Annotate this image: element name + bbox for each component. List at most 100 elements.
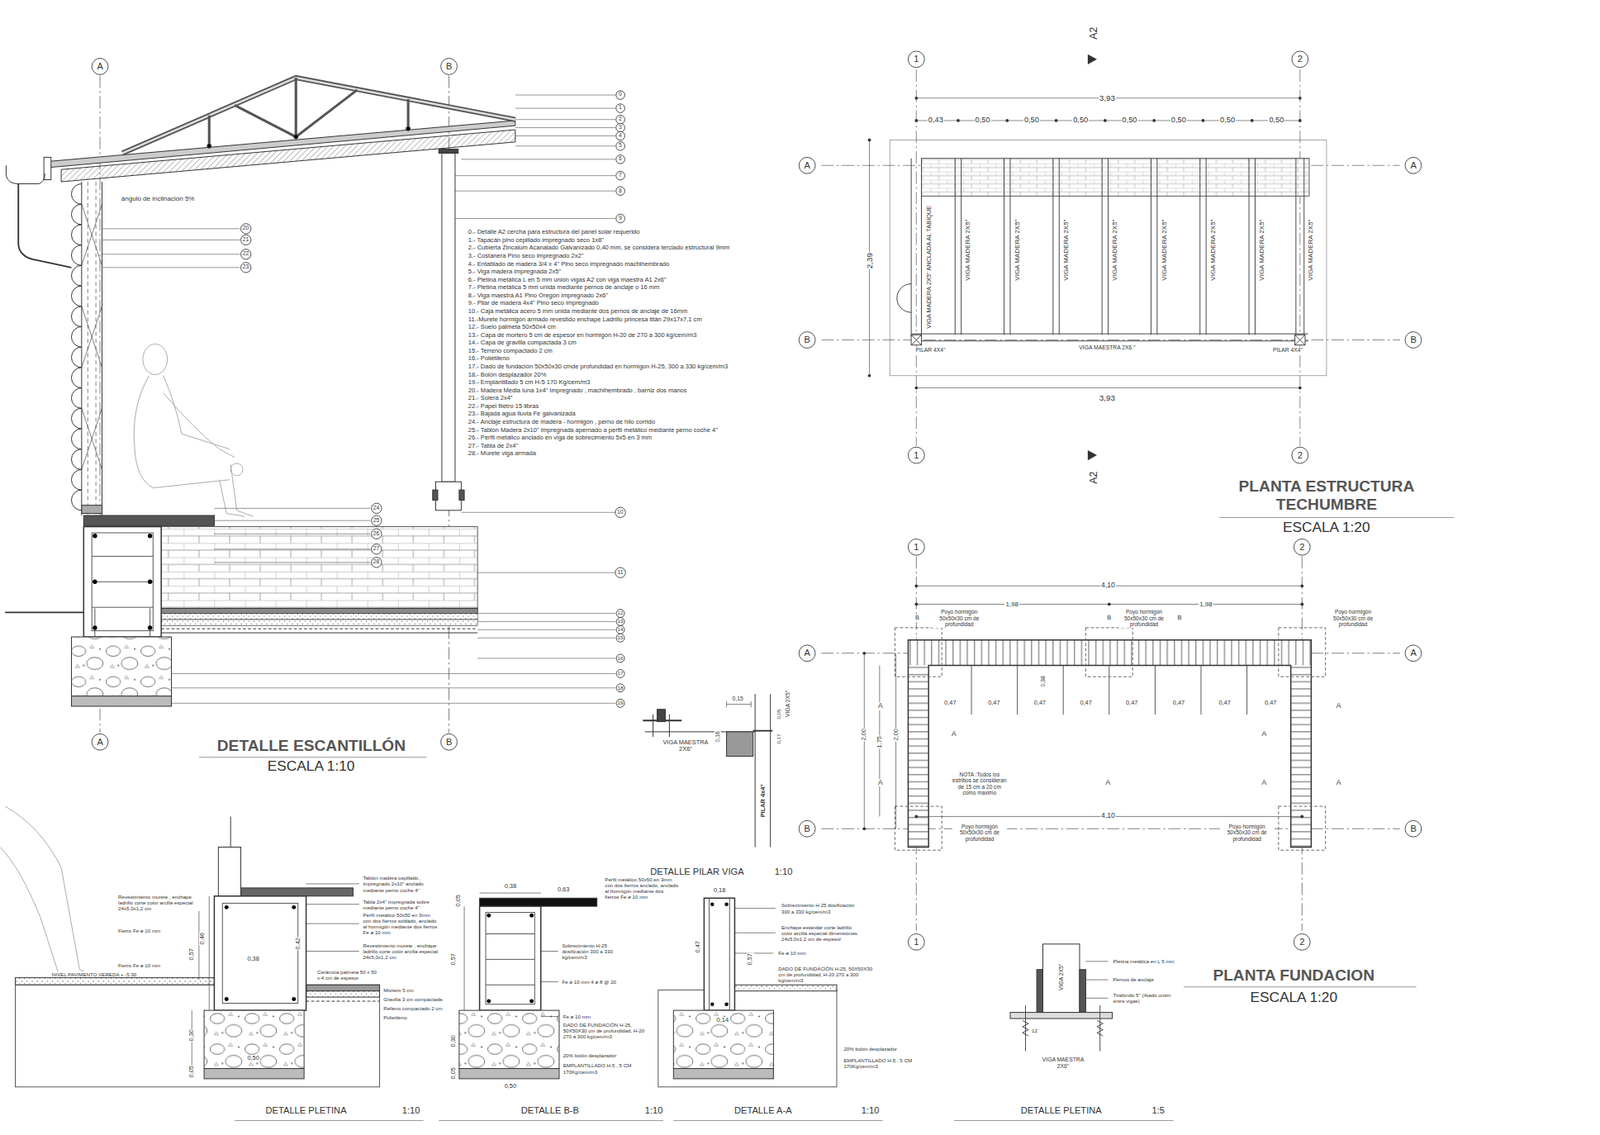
roof-plan-part xyxy=(821,339,1400,341)
axis-label: 1 xyxy=(913,937,919,947)
label-bubble xyxy=(798,820,816,837)
escantillon-section-part-part xyxy=(147,579,152,584)
label-bubble xyxy=(1291,446,1309,464)
callout-number: 1 xyxy=(618,104,622,111)
foundation-plan-part xyxy=(907,640,1311,848)
note-line: 7.- Pletina metálica 5 mm unida mediante… xyxy=(467,284,661,292)
annotation: ángulo de inclinación 5% xyxy=(120,194,196,203)
annotation: Sobrecimiento H-25 dosificación 300 a 33… xyxy=(560,942,632,960)
escantillon-section-part xyxy=(122,77,516,153)
annotation: Poyo hormigón 50x50x30 cm de profundidad xyxy=(1118,608,1169,628)
roof-plan-part xyxy=(868,54,1302,461)
dimension-value: 0,16 xyxy=(714,730,722,743)
escantillon-section-part xyxy=(161,628,478,630)
note-line: 19.- Emplantillado 5 cm H-5 170 Kg/cem/m… xyxy=(467,379,592,387)
label-bubble xyxy=(907,538,925,556)
callout-number: 7 xyxy=(618,172,622,179)
dimension-value: 0,38 xyxy=(503,883,518,891)
dimension-value: 0,50 xyxy=(1023,115,1040,125)
label-bubble xyxy=(616,131,626,141)
dimension-value: 0,30 xyxy=(449,1034,457,1048)
dimension-value: 0,05 xyxy=(188,1064,196,1078)
roof-plan-part xyxy=(911,334,922,345)
axis-label: 2 xyxy=(1297,54,1303,64)
escantillon-section-part xyxy=(435,481,461,511)
dimension-value: 4,10 xyxy=(1100,581,1116,590)
annotation: VIGA MADERA 2X5" ANCLADA AL TABIQUE xyxy=(925,204,934,330)
note-line: 18.- Bolón desplazador 20% xyxy=(467,371,548,380)
section-bb-part xyxy=(464,892,559,1017)
dimension-value: 0,50 xyxy=(1072,115,1089,125)
escantillon-section xyxy=(4,75,616,758)
annotation: Fierro Fe ø 10 mm xyxy=(117,962,162,969)
label-bubble xyxy=(615,507,626,518)
pletina-detail-part xyxy=(234,1120,424,1121)
escantillon-section-part-part xyxy=(142,343,168,375)
section-bb-part xyxy=(459,1010,560,1069)
foundation-plan-part-part xyxy=(894,806,942,850)
callout-number: 26 xyxy=(373,531,380,537)
annotation: B xyxy=(914,614,921,622)
escantillon-section-part xyxy=(81,204,103,470)
label-bubble xyxy=(441,733,458,751)
label-bubble xyxy=(616,90,626,100)
section-aa-part-part xyxy=(710,1001,714,1006)
foundation-plan-part-part xyxy=(1300,602,1304,607)
dimension-value: 0,05 xyxy=(449,1066,457,1080)
callout-number: 10 xyxy=(617,509,624,516)
label-bubble xyxy=(241,262,252,273)
callout-number: 0 xyxy=(618,91,622,98)
roof-plan-part xyxy=(897,284,912,314)
roof-plan-part xyxy=(911,334,922,345)
note-line: 17.- Dado de fundación 50x50x30 cmde pro… xyxy=(467,363,729,371)
dimension-value: 0,50 xyxy=(974,115,992,125)
roof-plan-part-part xyxy=(1103,118,1107,123)
label-bubble xyxy=(371,544,382,555)
label-bubble xyxy=(616,186,626,196)
note-line: 10.- Caja metálica acero 5 mm unida medi… xyxy=(467,308,689,316)
callout-number: 9 xyxy=(618,215,622,222)
pletina-detail-part-part xyxy=(224,997,229,1002)
label-bubble xyxy=(616,141,626,151)
annotation: DETALLE A-A xyxy=(733,1105,793,1116)
foundation-plan-part-part xyxy=(1300,815,1304,819)
escantillon-section-part-part xyxy=(92,579,97,584)
annotation: DETALLE B-B xyxy=(520,1105,580,1116)
axis-label: 1 xyxy=(913,451,919,461)
section-aa-part xyxy=(673,1068,774,1079)
callout-number: 6 xyxy=(618,156,622,162)
section-aa-part xyxy=(709,897,731,1011)
escantillon-section-part xyxy=(161,632,478,634)
label-bubble xyxy=(1293,538,1311,556)
pletina-detail-part xyxy=(218,846,241,896)
pletina-detail-part xyxy=(241,887,354,897)
callout-number: 11 xyxy=(617,569,624,576)
callout-number: 15 xyxy=(617,635,624,641)
label-bubble xyxy=(616,625,625,634)
section-bb-part-part xyxy=(529,913,534,918)
dimension-value: 0,47 xyxy=(987,699,1001,708)
pletina-detail-part xyxy=(306,984,380,991)
roof-plan-part xyxy=(869,98,1301,389)
roof-plan-part-part xyxy=(1201,118,1206,123)
note-line: 24.- Anclaje estructura de madera - horm… xyxy=(467,418,656,427)
drawing-title: PLANTA FUNDACION xyxy=(1211,966,1376,985)
section-aa-part xyxy=(703,897,735,1011)
annotation: A xyxy=(1105,778,1112,788)
pilar-viga-detail-part xyxy=(657,709,666,722)
callout-number: 19 xyxy=(617,700,624,706)
roof-plan-part-part xyxy=(1152,118,1156,123)
dimension-value: 3,93 xyxy=(1098,93,1116,103)
callout-number: 16 xyxy=(617,655,624,661)
dimension-value: 2,00 xyxy=(860,727,869,741)
foundation-plan-part xyxy=(971,665,1248,715)
annotation: 1:10 xyxy=(860,1105,881,1116)
note-line: 14.- Capa de gravilla compactada 3 cm xyxy=(467,339,578,347)
pletina-detail xyxy=(0,806,424,1121)
roof-plan-part-part xyxy=(1005,118,1009,123)
label-bubble xyxy=(371,557,382,568)
dimension-value: 0,50 xyxy=(246,1054,260,1063)
annotation: PILAR 4x4" xyxy=(759,783,768,818)
roof-plan-part-part xyxy=(868,138,872,143)
axis-label: A xyxy=(97,737,104,747)
